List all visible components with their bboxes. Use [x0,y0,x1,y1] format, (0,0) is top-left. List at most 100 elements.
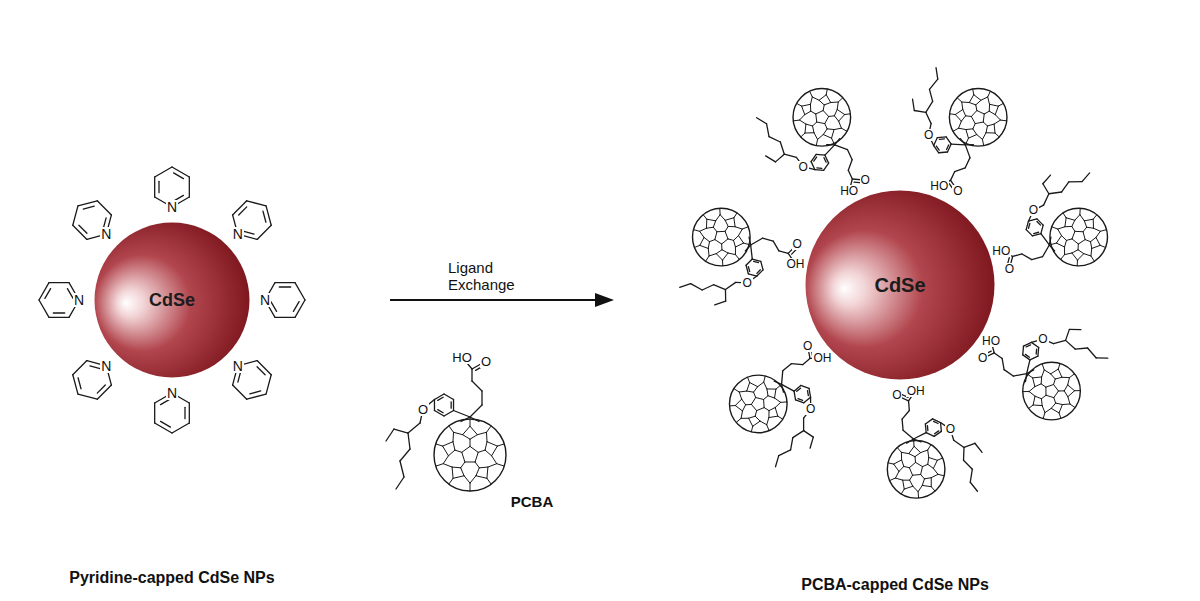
bond-line [918,492,920,498]
bond-line [955,115,961,122]
bond-line [776,385,780,389]
bond-line [453,432,462,434]
bond-line [973,129,977,135]
bond-line [1065,253,1072,255]
bond-line [1054,391,1059,398]
atom-label: O [952,185,963,197]
bond-line [812,97,819,100]
bond-line [835,139,840,145]
bond-line [936,146,939,150]
atom-label: O [741,277,752,289]
bond-line [800,120,806,124]
bond-line [757,270,763,276]
bond-line [815,114,817,122]
bond-line [1033,396,1035,405]
bond-line [1100,230,1106,232]
bond-line [463,435,470,439]
bond-line [963,109,966,115]
bond-line [805,132,814,133]
bond-line [1037,219,1043,225]
bond-line [764,408,769,411]
bond-line [485,450,492,456]
bond-line [452,467,454,478]
bond-line [988,97,990,104]
bond-line [938,474,944,475]
bond-line [951,172,955,181]
bond-line [1069,374,1074,378]
bond-line [925,424,927,433]
bond-line [971,116,975,123]
bond-line [817,167,822,169]
bond-line [717,231,725,232]
bond-line [154,403,155,423]
bond-line [922,479,924,486]
bond-line [928,445,931,450]
bond-line [1043,245,1050,257]
bond-line [987,124,994,126]
bond-line [271,302,277,312]
bond-line [154,177,155,197]
atom-label: O [802,340,813,352]
bond-line [1023,355,1030,360]
bond-line [1042,370,1045,377]
bond-line [1080,215,1084,221]
bond-line [49,317,69,318]
bond-line [1056,243,1064,247]
bond-line [918,485,922,491]
bond-line [973,89,974,95]
bond-line [1051,374,1056,379]
bond-line [934,138,938,146]
bond-line [1064,247,1065,255]
bond-line [914,110,926,112]
bond-line [472,381,482,391]
bond-line [454,411,470,418]
atom-label: N [100,227,112,241]
bond-line [761,261,763,270]
fullerene-cage [887,440,945,498]
bond-line [964,443,975,447]
bond-line [745,245,750,251]
bond-line [728,239,734,240]
bond-line [449,478,453,484]
bond-line [1049,192,1062,194]
bond-line [824,163,829,170]
bond-line [977,111,984,114]
bond-line [97,385,111,399]
bond-line [794,385,801,391]
bond-line [1033,378,1035,387]
bond-line [1051,408,1059,413]
bond-line [751,245,753,259]
atom-label: OH [906,385,926,397]
bond-line [1077,254,1083,260]
bond-line [449,426,454,432]
bond-line [762,238,773,241]
atom-label: O [1004,263,1015,275]
bond-line [735,399,741,405]
atom-label: O [480,355,492,368]
atom-label: O [1028,204,1039,216]
bond-line [933,468,938,474]
bond-line [834,109,837,115]
bond-line [45,289,51,299]
bond-line [78,394,97,399]
bond-line [746,404,752,405]
bond-line [78,201,97,206]
bond-line [1072,250,1078,253]
bond-line [735,255,739,260]
bond-line [994,124,996,133]
bond-line [1072,226,1075,231]
bond-line [754,387,758,393]
bond-line [806,124,813,126]
bond-line [804,397,811,403]
bond-line [1072,239,1078,244]
bond-line [1066,218,1075,220]
bond-line [1023,342,1031,346]
bond-line [739,229,743,236]
bond-line [910,480,913,486]
bond-line [700,228,707,231]
bond-line [935,431,939,434]
bond-line [773,241,779,251]
bond-line [895,471,899,478]
bond-line [1079,208,1080,214]
bond-line [452,432,454,441]
